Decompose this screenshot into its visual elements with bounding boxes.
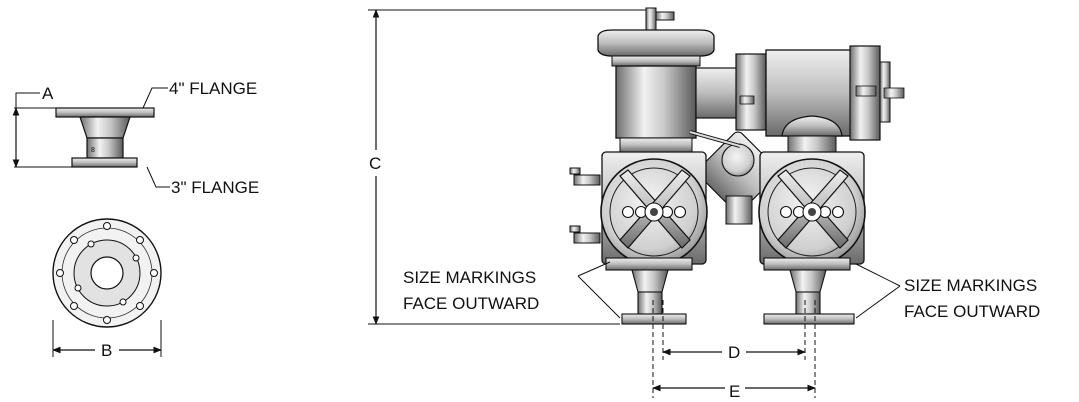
dimension-b: B xyxy=(52,320,162,360)
dim-c-label: C xyxy=(369,154,381,173)
flange-3-label: 3" FLANGE xyxy=(171,178,259,197)
dim-b-label: B xyxy=(101,341,112,360)
flange-4-callout: 4" FLANGE xyxy=(142,79,257,109)
size-markings-right-line2: FACE OUTWARD xyxy=(904,302,1040,321)
flange-4-label: 4" FLANGE xyxy=(169,79,257,98)
size-markings-left-line1: SIZE MARKINGS xyxy=(403,268,536,287)
size-markings-left-callout: SIZE MARKINGS FACE OUTWARD xyxy=(403,261,621,319)
dim-e-label: E xyxy=(729,382,740,401)
dim-a-label: A xyxy=(42,84,54,103)
size-markings-right-callout: SIZE MARKINGS FACE OUTWARD xyxy=(855,263,1040,321)
adapter-plan-view xyxy=(52,218,162,328)
size-markings-right-line1: SIZE MARKINGS xyxy=(904,276,1037,295)
dimension-e: E xyxy=(652,300,816,401)
dimension-a: A xyxy=(12,84,72,168)
backflow-preventer-assembly xyxy=(569,7,905,325)
svg-text:8: 8 xyxy=(91,147,95,154)
dim-d-label: D xyxy=(728,343,740,362)
adapter-side-view: 8 xyxy=(55,107,155,168)
flange-3-callout: 3" FLANGE xyxy=(146,166,259,197)
dimension-c: C xyxy=(368,9,648,325)
size-markings-left-line2: FACE OUTWARD xyxy=(403,294,539,313)
dimension-d: D xyxy=(662,300,806,362)
